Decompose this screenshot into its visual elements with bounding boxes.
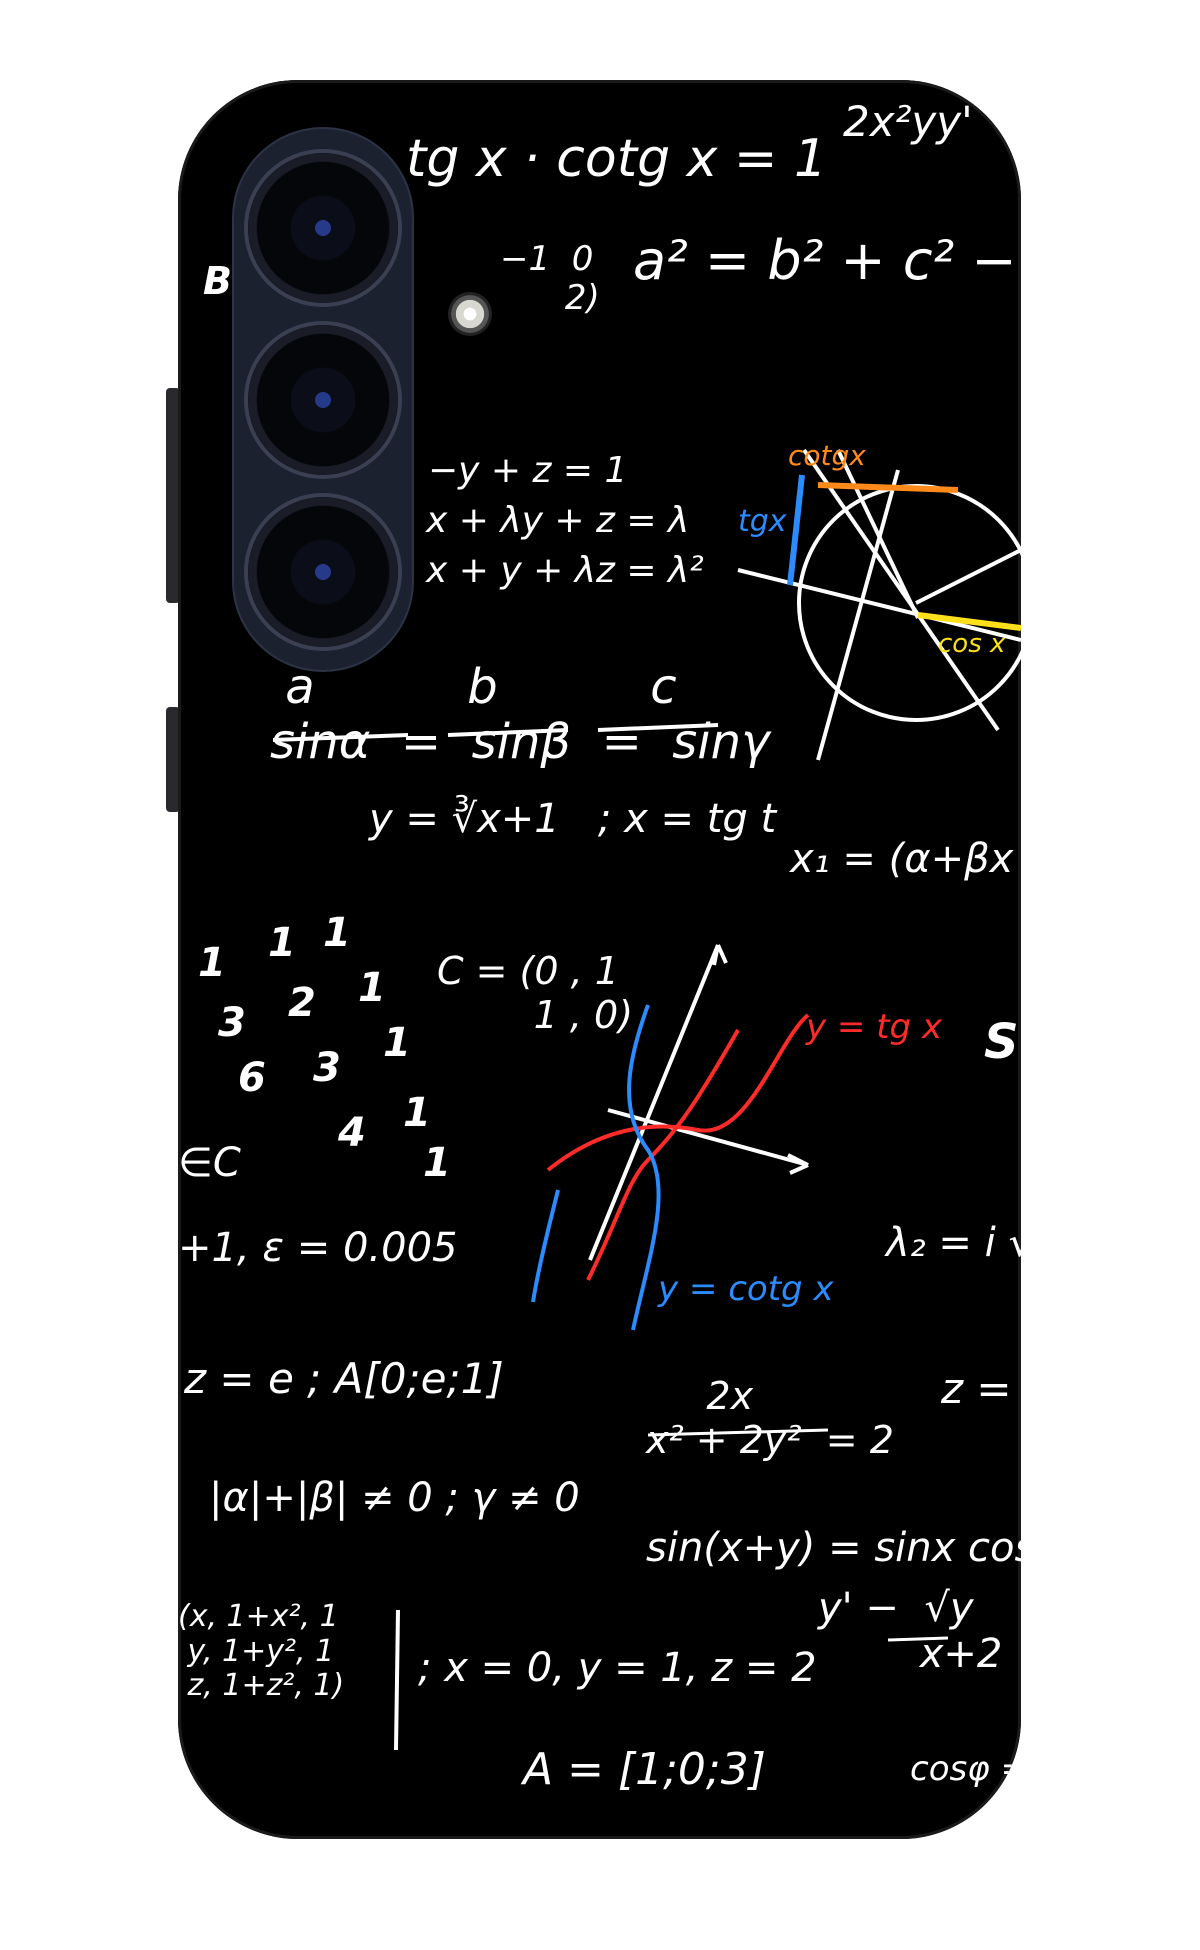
number: 1 xyxy=(358,965,386,1011)
phone-case: tg x · cotg x = 1 2x²yy' a² = b² + c² − … xyxy=(178,80,1021,1839)
formula: λ₂ = i √ xyxy=(886,1220,1021,1266)
formula: 2x x² + 2y² = 2 xyxy=(646,1374,894,1462)
cos-segment xyxy=(917,612,1021,631)
camera-module xyxy=(234,129,412,670)
fraction-bar xyxy=(647,1428,829,1437)
cotg-curve xyxy=(531,1189,560,1303)
formula: z = e ; A[0;e;1] xyxy=(184,1354,504,1403)
tg-segment xyxy=(787,474,805,586)
formula: z = xyxy=(941,1364,1012,1413)
formula: x + y + λz = λ² xyxy=(426,550,704,591)
tg-curve xyxy=(586,1029,740,1281)
number: 1 xyxy=(383,1020,411,1066)
formula-label: cotgx xyxy=(788,439,866,472)
cotg-segment xyxy=(817,482,959,493)
fraction-bar xyxy=(597,723,719,732)
formula: −1 0 2) xyxy=(500,239,600,319)
number: 1 xyxy=(423,1140,451,1186)
number: 3 xyxy=(313,1045,341,1091)
formula: y' − √y x+2 = xyxy=(818,1585,1003,1677)
formula: C = (0 , 1 1 , 0) xyxy=(437,949,634,1037)
formula: −y + z = 1 xyxy=(428,450,628,491)
formula: ∈C xyxy=(178,1140,241,1186)
matrix-bar xyxy=(394,1609,400,1751)
formula: ; x = 0, y = 1, z = 2 xyxy=(418,1645,817,1691)
number: 2 xyxy=(288,980,316,1026)
x-axis xyxy=(607,1108,809,1167)
formula: x₁ = (α+βx xyxy=(790,836,1014,882)
unit-circle-diagram xyxy=(737,448,1021,761)
formula: tg x · cotg x = 1 xyxy=(406,129,828,189)
camera-flash xyxy=(448,292,492,336)
function-graph xyxy=(531,944,810,1331)
formula: cosφ = xyxy=(910,1749,1021,1789)
formula: (x, 1+x², 1 y, 1+y², 1 z, 1+z², 1) xyxy=(178,1599,345,1703)
tg-curve xyxy=(546,1013,810,1172)
formula: +1, ε = 0.005 xyxy=(178,1225,458,1271)
cotg-curve xyxy=(627,1004,661,1331)
x-arrow xyxy=(787,1153,809,1175)
fraction-bar xyxy=(272,733,409,742)
formula: a² = b² + c² − 2bc xyxy=(633,229,1017,292)
camera-lens xyxy=(248,153,398,303)
line xyxy=(836,449,920,619)
formula-label: y = cotg x xyxy=(658,1269,834,1309)
line xyxy=(816,469,900,761)
camera-lens xyxy=(248,497,398,647)
number: 1 xyxy=(323,910,351,956)
number: 3 xyxy=(218,1000,246,1046)
math-drawings xyxy=(272,448,1021,1751)
number: 1 xyxy=(198,940,226,986)
formula: x + λy + z = λ xyxy=(426,500,690,541)
formula: A = [1;0;3] xyxy=(523,1744,766,1795)
formula: a b c sinα = sinβ = sinγ xyxy=(270,659,770,771)
y-arrow xyxy=(712,944,728,966)
y-axis xyxy=(588,944,720,1261)
side-button-power xyxy=(166,707,180,812)
formula: B xyxy=(203,259,232,303)
formula-label: y = tg x xyxy=(806,1007,943,1047)
fraction-bar xyxy=(447,728,569,737)
formula: y = ∛x+1 ; x = tg t xyxy=(369,796,777,842)
fraction-bar xyxy=(887,1636,949,1642)
number-triangle: 1 1 1 3 2 1 6 3 1 4 1 1 xyxy=(198,910,458,1186)
camera-lens xyxy=(248,325,398,475)
number: 1 xyxy=(268,920,296,966)
formula: S xyxy=(984,1014,1019,1070)
line xyxy=(802,448,1000,732)
formula: 2x²yy' xyxy=(843,97,973,146)
side-button-volume xyxy=(166,388,180,603)
number: 6 xyxy=(238,1055,266,1101)
formula-label: tgx xyxy=(738,504,787,539)
line xyxy=(915,548,1021,605)
number: 1 xyxy=(403,1090,431,1136)
line xyxy=(737,568,1021,642)
formula: |α|+|β| ≠ 0 ; γ ≠ 0 xyxy=(209,1475,580,1521)
formula: sin(x+y) = sinx cosy xyxy=(646,1525,1021,1571)
formula-label: cos x xyxy=(938,629,1006,659)
number: 4 xyxy=(338,1110,366,1156)
